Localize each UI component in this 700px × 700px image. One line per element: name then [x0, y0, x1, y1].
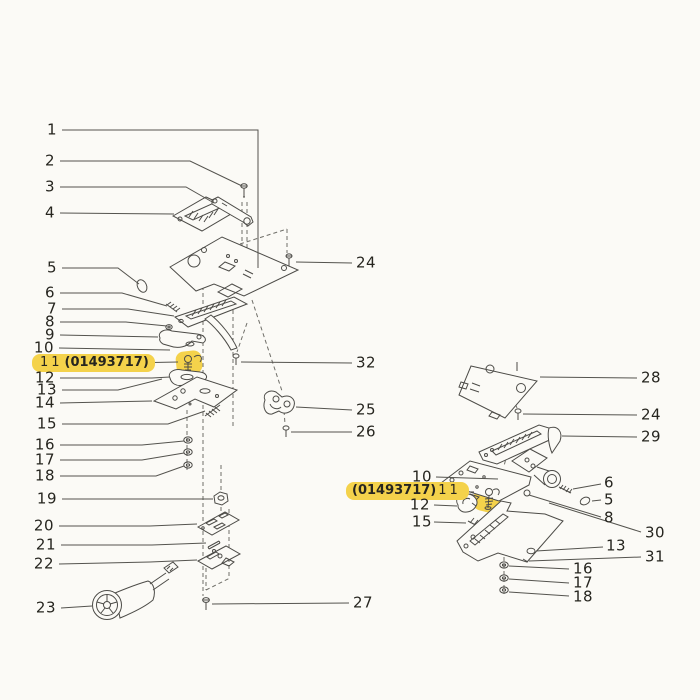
- part-17-washer: [183, 448, 193, 456]
- part-24-screw-right: [514, 408, 522, 420]
- part-callout-13: 13: [36, 380, 57, 399]
- part-callout-17: 17: [573, 573, 594, 592]
- part-30-roller-bracket: [511, 448, 561, 488]
- part-6-spring-right: [558, 484, 573, 494]
- part-callout-20: 20: [33, 516, 54, 535]
- part-callout-18: 18: [34, 466, 55, 485]
- part-7-channel-plate: [173, 296, 249, 328]
- part-callout-24: 24: [356, 253, 377, 272]
- part-callout-32: 32: [356, 353, 377, 372]
- part-callout-5: 5: [604, 490, 615, 509]
- part-18-washer: [183, 461, 193, 469]
- part-callout-6: 6: [604, 473, 615, 492]
- part-20-slotted-plate: [196, 511, 241, 536]
- part-callout-26: 26: [356, 422, 377, 441]
- part-24-screw-left: [285, 253, 293, 266]
- part-14-base-plate: [152, 376, 239, 410]
- part-callout-7: 7: [46, 299, 57, 318]
- part-9-latch-bracket: [158, 329, 206, 348]
- part-1-main-plate: [169, 236, 300, 298]
- part-callout-8: 8: [604, 508, 615, 527]
- part-13-curved-arm: [204, 314, 238, 351]
- part-callout-10: 10: [411, 467, 432, 486]
- part-8-grommet: [165, 324, 173, 330]
- part-callout-15: 15: [36, 414, 57, 433]
- part-callout-21: 21: [35, 535, 56, 554]
- part-27-screw: [202, 597, 210, 610]
- part-callout-12: 12: [409, 495, 430, 514]
- part-callout-16: 16: [34, 435, 55, 454]
- part-callout-9: 9: [44, 325, 55, 344]
- part-callout-14: 14: [34, 393, 55, 412]
- part-21-pin: [207, 540, 221, 550]
- part-callout-1: 1: [46, 120, 57, 139]
- part-5-oval-shim: [136, 279, 148, 293]
- part-callout-31: 31: [645, 547, 666, 566]
- part-callout-23: 23: [35, 598, 56, 617]
- part-callout-12: 12: [34, 368, 55, 387]
- part-label-highlighted-11[interactable]: (01493717)11: [346, 482, 469, 500]
- part-22-slide-plate: [196, 545, 242, 570]
- part-callout-8: 8: [44, 312, 55, 331]
- part-callout-27: 27: [353, 593, 374, 612]
- part-callout-22: 22: [33, 554, 54, 573]
- part-callout-18: 18: [573, 587, 594, 606]
- part-callout-19: 19: [36, 489, 57, 508]
- part-23-knob: [92, 561, 179, 620]
- part-callout-25: 25: [356, 400, 377, 419]
- part-callout-10: 10: [33, 338, 54, 357]
- part-callout-16: 16: [573, 559, 594, 578]
- part-16-washer-right: [499, 561, 509, 569]
- part-callout-15: 15: [411, 512, 432, 531]
- part-label-text: (01493717): [64, 355, 149, 370]
- part-callout-4: 4: [44, 203, 55, 222]
- left-assembly: [92, 183, 300, 620]
- part-28-cover-plate: [458, 362, 538, 420]
- part-16-washer: [183, 436, 193, 444]
- part-callout-2: 2: [44, 151, 55, 170]
- part-callout-17: 17: [34, 450, 55, 469]
- part-label-text: (01493717): [352, 483, 437, 498]
- part-callout-30: 30: [645, 523, 666, 542]
- part-callout-3: 3: [44, 177, 55, 196]
- part-18-washer-right: [499, 586, 509, 594]
- part-26-screw: [282, 425, 290, 437]
- leader-lines: [58, 129, 642, 609]
- part-callout-13: 13: [606, 536, 627, 555]
- part-label-text: 11: [40, 355, 63, 370]
- part-19-nut: [213, 491, 229, 506]
- part-32-screw: [232, 353, 240, 365]
- part-31-lower-plate: [456, 500, 564, 563]
- part-6-spring: [165, 301, 181, 313]
- part-callout-28: 28: [641, 368, 662, 387]
- part-5-oval-shim-right: [579, 496, 591, 506]
- part-25-clip-bracket: [263, 390, 295, 415]
- part-3-link-strap: [211, 196, 254, 227]
- part-callout-5: 5: [46, 258, 57, 277]
- part-label-highlighted-11[interactable]: 11(01493717): [32, 354, 155, 372]
- part-callout-6: 6: [44, 283, 55, 302]
- part-15-spring: [204, 404, 221, 418]
- part-17-washer-right: [499, 574, 509, 582]
- part-callout-24: 24: [641, 405, 662, 424]
- right-assembly: [439, 362, 591, 594]
- part-29-channel-bracket: [478, 424, 562, 465]
- part-callout-29: 29: [641, 427, 662, 446]
- part-label-text: 11: [438, 483, 461, 498]
- part-11-spring-plunger-right: [484, 488, 500, 510]
